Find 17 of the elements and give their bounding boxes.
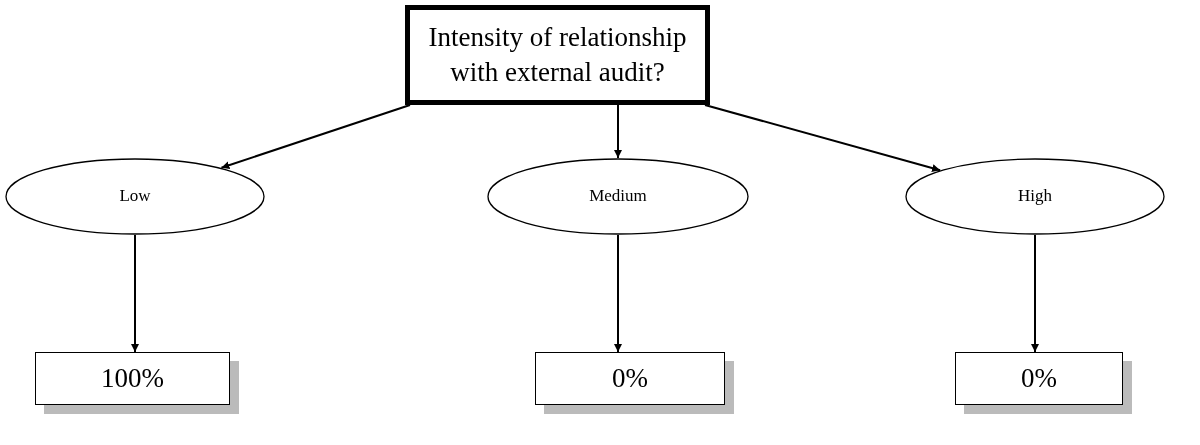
- answer-ellipse: [487, 158, 749, 235]
- arrow: [1031, 234, 1039, 353]
- percentage-value: 0%: [1021, 361, 1057, 395]
- answer-ellipse: [905, 158, 1165, 235]
- question-box: [405, 5, 710, 105]
- arrow: [614, 104, 622, 159]
- percentage-value: 0%: [612, 361, 648, 395]
- arrow: [220, 104, 411, 169]
- answer-ellipse: [5, 158, 265, 235]
- percentage-value: 100%: [101, 361, 164, 395]
- answer-label: Low: [119, 185, 151, 208]
- question-text: Intensity of relationship with external audit?: [427, 20, 688, 89]
- arrow: [131, 234, 139, 353]
- answer-label: High: [1018, 185, 1052, 208]
- arrow: [614, 234, 622, 353]
- answer-label: Medium: [589, 185, 647, 208]
- arrow: [704, 104, 942, 172]
